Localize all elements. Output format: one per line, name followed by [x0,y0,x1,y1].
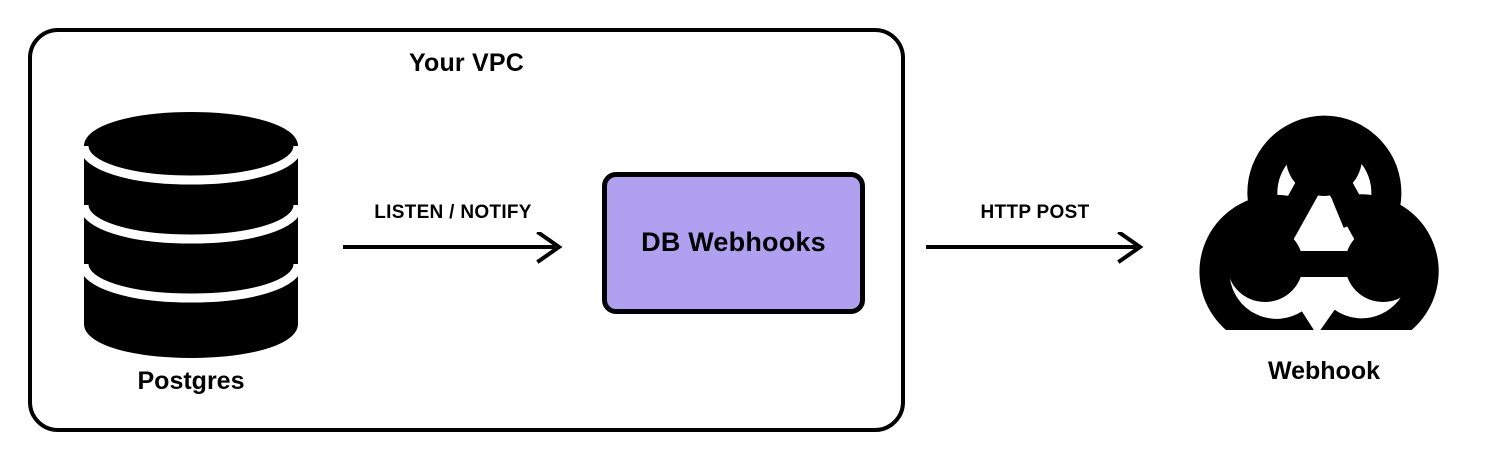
http-post-arrow [926,232,1144,278]
vpc-title: Your VPC [408,49,525,77]
db-webhooks-label: DB Webhooks [641,227,826,258]
postgres-label: Postgres [137,367,245,395]
http-post-label: HTTP POST [980,202,1090,223]
listen-notify-label: LISTEN / NOTIFY [374,202,532,223]
webhook-label: Webhook [1267,357,1381,385]
database-cylinder-icon [78,110,304,360]
db-webhooks-box[interactable]: DB Webhooks [602,172,865,314]
webhook-logo-icon [1183,82,1465,349]
listen-notify-arrow [343,232,563,278]
